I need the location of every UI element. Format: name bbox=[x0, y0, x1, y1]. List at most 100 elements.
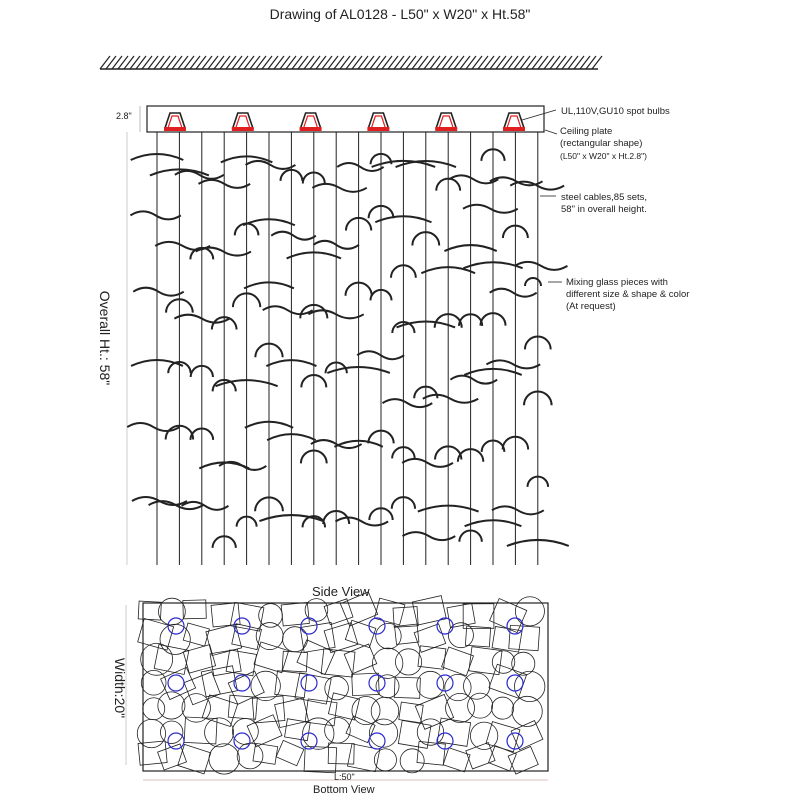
glass-piece-square bbox=[280, 601, 310, 627]
cables-note: steel cables,85 sets, 58" in overall hei… bbox=[561, 192, 647, 216]
hatch-stroke bbox=[189, 55, 201, 70]
glass-wave bbox=[448, 174, 499, 185]
glass-piece-square bbox=[465, 741, 496, 770]
hatch-stroke bbox=[579, 55, 591, 70]
hatch-stroke bbox=[249, 55, 261, 70]
glass-piece-square bbox=[137, 617, 175, 651]
plate-note-line: (rectangular shape) bbox=[560, 138, 643, 149]
glass-piece-round bbox=[375, 622, 402, 650]
glass-piece-square bbox=[344, 619, 377, 649]
overall-height-label: Overall Ht.: 58" bbox=[97, 290, 113, 386]
glass-piece-round bbox=[158, 597, 186, 626]
hatch-stroke bbox=[279, 55, 291, 70]
glass-piece-round bbox=[140, 642, 174, 676]
glass-arch bbox=[301, 515, 327, 528]
glass-arch bbox=[411, 231, 441, 246]
hatch-stroke bbox=[471, 55, 483, 70]
hatch-stroke bbox=[441, 55, 453, 70]
glass-arch bbox=[344, 216, 373, 231]
glass-piece-round bbox=[491, 696, 515, 720]
glass-piece-square bbox=[441, 646, 475, 677]
glass-wave bbox=[310, 439, 363, 450]
spot-bulb-base bbox=[503, 127, 525, 131]
hatch-stroke bbox=[123, 55, 135, 70]
glass-arch bbox=[501, 224, 529, 239]
leader-line bbox=[521, 109, 557, 121]
glass-piece-square bbox=[468, 646, 503, 676]
glass-pieces-top bbox=[136, 591, 546, 775]
glass-arch bbox=[367, 429, 395, 444]
glass-piece-round bbox=[236, 742, 264, 770]
glass-piece-square bbox=[225, 649, 257, 677]
glass-piece-round bbox=[181, 693, 211, 723]
glass-piece-round bbox=[142, 697, 166, 721]
ceiling-plate bbox=[146, 105, 545, 133]
glass-wave bbox=[132, 286, 185, 297]
glass-arc bbox=[326, 366, 391, 374]
glass-piece-square bbox=[442, 747, 471, 773]
glass-piece-square bbox=[153, 644, 190, 675]
glass-arc bbox=[242, 218, 296, 227]
spot-bulb-icon bbox=[234, 115, 251, 129]
glass-arc bbox=[286, 251, 342, 260]
glass-piece-square bbox=[327, 742, 355, 765]
hatch-stroke bbox=[531, 55, 543, 70]
glass-arc bbox=[265, 359, 317, 367]
hatch-stroke bbox=[201, 55, 213, 70]
spot-bulb-icon bbox=[299, 112, 322, 129]
bulb-position-circle bbox=[506, 617, 524, 635]
glass-wave bbox=[381, 398, 433, 409]
hatch-stroke bbox=[321, 55, 333, 70]
hatch-stroke bbox=[141, 55, 153, 70]
glass-wave bbox=[173, 313, 230, 324]
glass-piece-square bbox=[303, 745, 338, 774]
glass-arc bbox=[374, 215, 432, 224]
glass-piece-square bbox=[347, 743, 381, 773]
hatch-stroke bbox=[555, 55, 567, 70]
hatch-stroke bbox=[147, 55, 159, 70]
glass-piece-square bbox=[411, 595, 447, 626]
bottom-plate-outline bbox=[142, 602, 549, 772]
hatch-stroke bbox=[561, 55, 573, 70]
bulb-position-circle bbox=[436, 732, 454, 750]
hatch-stroke bbox=[435, 55, 447, 70]
glass-piece-square bbox=[294, 672, 332, 705]
hatch-stroke bbox=[393, 55, 405, 70]
glass-arc bbox=[149, 168, 210, 177]
glass-piece-round bbox=[447, 622, 474, 649]
hatch-stroke bbox=[267, 55, 279, 70]
glass-wave bbox=[197, 178, 251, 189]
hatch-stroke bbox=[489, 55, 501, 70]
hatch-stroke bbox=[153, 55, 165, 70]
hatch-stroke bbox=[381, 55, 393, 70]
glass-arch bbox=[279, 169, 304, 181]
glass-piece-round bbox=[444, 673, 472, 702]
hatch-stroke bbox=[273, 55, 285, 70]
glass-piece-square bbox=[177, 743, 212, 775]
glass-wave bbox=[312, 239, 360, 250]
glass-piece-square bbox=[446, 602, 476, 629]
hatch-stroke bbox=[549, 55, 561, 70]
hatch-stroke bbox=[405, 55, 417, 70]
glass-wave bbox=[422, 393, 479, 404]
bulb-position-circle bbox=[506, 732, 524, 750]
glass-piece-square bbox=[351, 672, 380, 697]
bulb-position-circle bbox=[436, 617, 454, 635]
glass-piece-round bbox=[445, 693, 475, 723]
glass-arch bbox=[369, 288, 393, 301]
hatch-stroke bbox=[459, 55, 471, 70]
glass-piece-square bbox=[345, 715, 376, 744]
bottom-view-label: Bottom View bbox=[313, 784, 375, 796]
glass-piece-round bbox=[470, 721, 499, 750]
glass-wave bbox=[270, 230, 317, 241]
glass-piece-square bbox=[299, 622, 336, 653]
plate-note-line: Ceiling plate bbox=[560, 126, 613, 137]
glass-arc bbox=[463, 261, 523, 270]
glass-arc bbox=[244, 420, 294, 429]
glass-piece-square bbox=[275, 739, 305, 767]
hatch-stroke bbox=[351, 55, 363, 70]
bulb-position-circle bbox=[233, 617, 251, 635]
hatch-stroke bbox=[261, 55, 273, 70]
bulb-position-circle bbox=[233, 674, 251, 692]
glass-piece-round bbox=[232, 718, 259, 745]
